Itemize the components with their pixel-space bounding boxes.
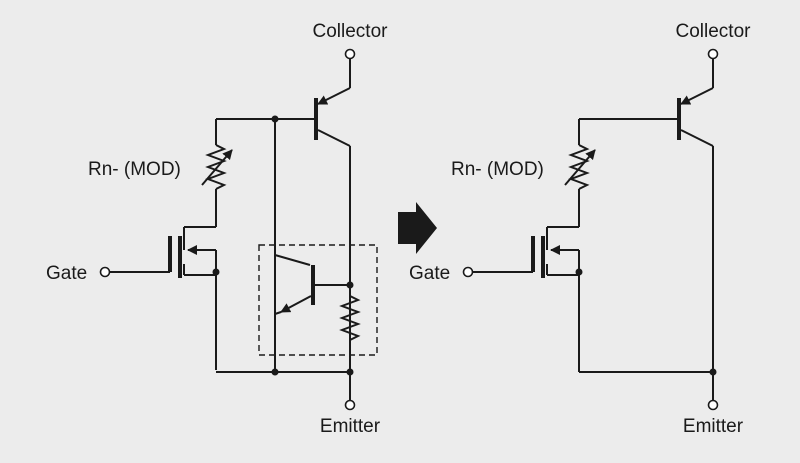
right-circuit: Collector Rn- (MOD) bbox=[409, 21, 751, 437]
left-main-transistor bbox=[216, 58, 351, 370]
right-mosfet bbox=[472, 226, 580, 372]
right-main-transistor bbox=[579, 58, 714, 372]
left-gate-terminal bbox=[99, 266, 111, 278]
right-variable-resistor bbox=[564, 119, 596, 227]
left-gate-label: Gate bbox=[46, 263, 87, 284]
left-collector-label: Collector bbox=[313, 21, 389, 42]
left-circuit: Collector Rn- (MOD) bbox=[46, 21, 388, 437]
left-collector-terminal bbox=[344, 48, 356, 60]
right-resistor-label: Rn- (MOD) bbox=[451, 159, 544, 180]
left-junction-resistor bbox=[346, 281, 354, 289]
left-parasitic-resistor bbox=[339, 295, 361, 341]
left-junction-source bbox=[212, 268, 220, 276]
right-arrow-icon bbox=[398, 202, 437, 254]
right-emitter-label: Emitter bbox=[683, 416, 744, 437]
left-resistor-label: Rn- (MOD) bbox=[88, 159, 181, 180]
right-collector-terminal bbox=[707, 48, 719, 60]
left-mosfet bbox=[109, 226, 217, 370]
left-variable-resistor bbox=[201, 119, 233, 227]
left-emitter-terminal bbox=[344, 399, 356, 411]
left-emitter-label: Emitter bbox=[320, 416, 381, 437]
right-emitter-terminal bbox=[707, 399, 719, 411]
left-junction-bottom-a bbox=[271, 368, 279, 376]
right-gate-terminal bbox=[462, 266, 474, 278]
right-gate-label: Gate bbox=[409, 263, 450, 284]
left-parasitic-box bbox=[258, 244, 378, 356]
right-collector-label: Collector bbox=[676, 21, 752, 42]
right-junction-source bbox=[575, 268, 583, 276]
